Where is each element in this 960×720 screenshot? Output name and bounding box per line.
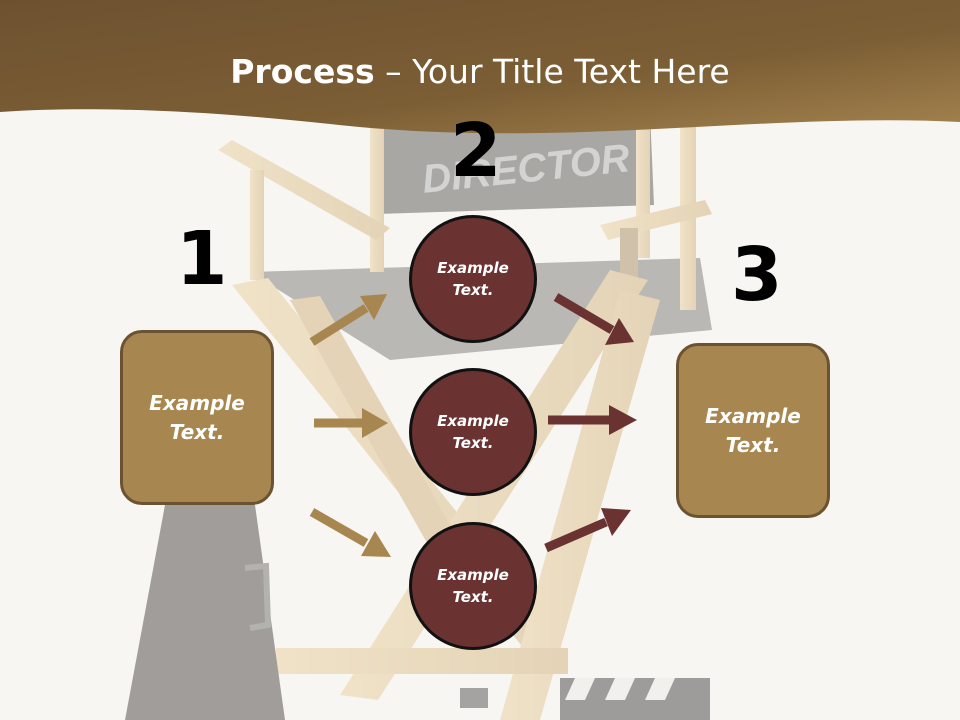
arrow-right-lower: [544, 508, 631, 553]
step-number-1: 1: [176, 216, 228, 302]
step-1-box: Example Text.: [120, 330, 274, 505]
circle-bottom-line1: Example: [437, 565, 509, 584]
arrow-left-middle: [314, 408, 388, 438]
arrow-left-upper: [309, 294, 387, 346]
arrows-left: [309, 294, 391, 557]
circle-bottom: Example Text.: [409, 522, 537, 650]
step-3-box: Example Text.: [676, 343, 830, 518]
circle-middle: Example Text.: [409, 368, 537, 496]
circle-top: Example Text.: [409, 215, 537, 343]
circle-middle-line1: Example: [437, 411, 509, 430]
circle-middle-line2: Text.: [452, 434, 494, 452]
title-bold: Process: [230, 52, 375, 91]
title-rest: – Your Title Text Here: [374, 52, 730, 91]
arrow-right-upper: [553, 293, 634, 345]
circle-top-line2: Text.: [452, 281, 494, 299]
step-3-text-line1: Example: [705, 403, 801, 428]
step-number-3: 3: [731, 232, 783, 318]
step-1-text-line2: Text.: [169, 419, 225, 444]
arrows-right: [544, 293, 637, 553]
step-3-text-line2: Text.: [725, 432, 781, 457]
header-band: [0, 0, 960, 134]
arrow-right-middle: [548, 405, 637, 435]
circle-bottom-line2: Text.: [452, 588, 494, 606]
slide-title: Process – Your Title Text Here: [0, 52, 960, 91]
arrow-left-lower: [309, 508, 391, 557]
step-number-2: 2: [450, 108, 502, 194]
step-1-text-line1: Example: [149, 390, 245, 415]
circle-top-line1: Example: [437, 258, 509, 277]
